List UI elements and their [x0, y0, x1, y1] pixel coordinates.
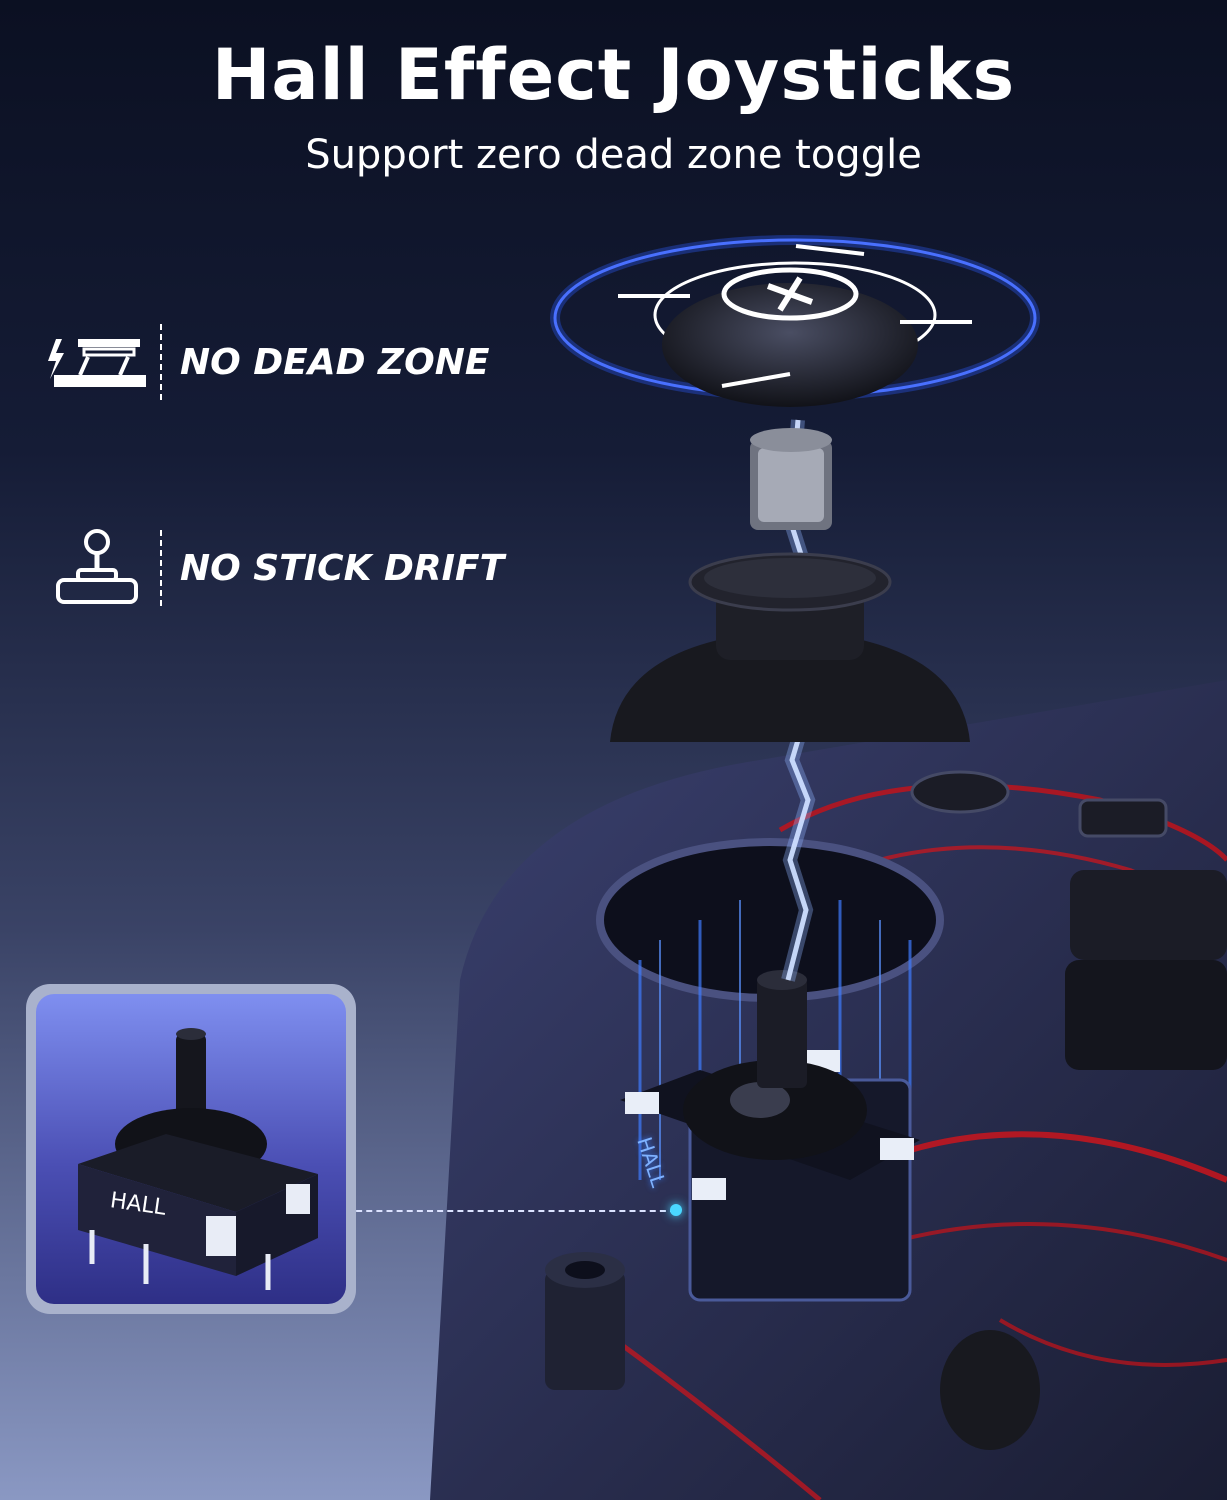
- metal-connector: [750, 428, 832, 530]
- feature-divider: [160, 530, 162, 606]
- joystick-cap-target: [550, 235, 1040, 407]
- feature-divider: [160, 324, 162, 400]
- inset-panel: HALL: [36, 994, 346, 1304]
- callout-connector: [346, 1210, 676, 1212]
- hall-sensor-icon: [78, 1028, 318, 1290]
- feature-label: NO STICK DRIFT: [180, 547, 505, 589]
- joystick-dome: [610, 552, 970, 742]
- feature-label: NO DEAD ZONE: [180, 341, 490, 383]
- joystick-icon: [44, 528, 150, 608]
- feature-no-dead-zone: NO DEAD ZONE: [44, 322, 489, 402]
- page-subtitle: Support zero dead zone toggle: [305, 132, 922, 178]
- hall-sensor-module: [620, 970, 920, 1302]
- hall-sensor-inset: HALL: [26, 984, 356, 1314]
- page-title: Hall Effect Joysticks: [211, 34, 1016, 116]
- trigger-lightning-icon: [44, 322, 150, 402]
- feature-no-stick-drift: NO STICK DRIFT: [44, 528, 504, 608]
- callout-dot: [670, 1204, 682, 1216]
